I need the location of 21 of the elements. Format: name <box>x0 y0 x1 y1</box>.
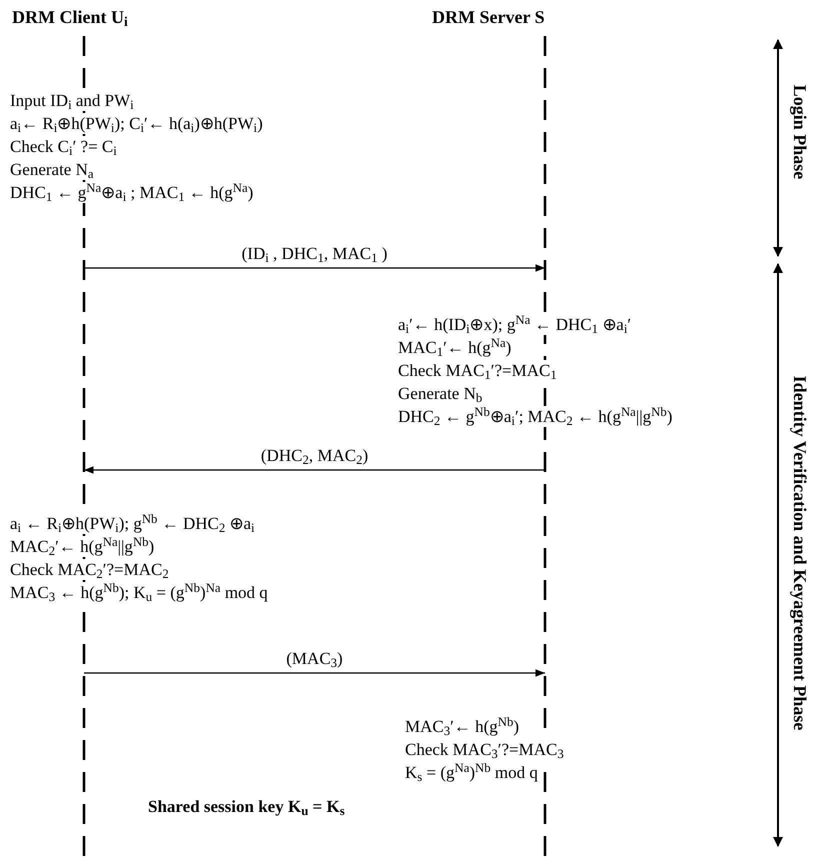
computation-step: MAC$_{1}$′← h(g$^{Na}$) <box>398 337 512 358</box>
computation-step: Check MAC$_{3}$′?=MAC$_{3}$ <box>405 739 564 760</box>
computation-step: a$_{i}$′← h(ID$_{i}$⊕x); g$^{Na}$ ← DHC$_{1}$ ⊕a$_{i}$′ <box>398 314 632 336</box>
message-arrow <box>84 669 545 677</box>
phase-label: Identity Verification and Keyagreement Phase <box>791 376 809 730</box>
message-arrow <box>84 466 545 474</box>
computation-step: Check C$_{i}$′ ?= C$_{i}$ <box>10 136 117 158</box>
computation-step: a$_{i}$← R$_{i}$⊕h(PW$_{i}$); C$_{i}$′← h(a$_{i}$)⊕h(PW$_{i}$) <box>10 113 263 134</box>
computation-step: DHC$_{1}$ ← g$^{Na}$⊕a$_{i}$ ; MAC$_{1}$ ← h(g$^{Na}$) <box>10 182 254 204</box>
participant-label: DRM Server S <box>432 6 545 28</box>
computation-step: MAC$_{3}$ ← h(g$^{Nb}$); K$_{u}$ = (g$^{Nb}$)$^{Na}$ mod q <box>10 582 268 604</box>
computation-step: MAC$_{3}$′← h(g$^{Nb}$) <box>405 716 520 738</box>
message-arrow <box>84 264 545 272</box>
participant-label: DRM Client U$_{i}$ <box>12 6 128 28</box>
computation-step: MAC$_{2}$′← h(g$^{Na}$||g$^{Nb}$) <box>10 536 154 558</box>
computation-step: a$_{i}$ ← R$_{i}$⊕h(PW$_{i}$); g$^{Nb}$ ← DHC$_{2}$ ⊕a$_{i}$ <box>10 513 255 534</box>
computation-step: DHC$_{2}$ ← g$^{Nb}$⊕a$_{i}$′; MAC$_{2}$ ← h(g$^{Na}$||g$^{Nb}$) <box>398 406 672 428</box>
computation-step: Check MAC$_{1}$′?=MAC$_{1}$ <box>398 360 557 382</box>
phase-label: Login Phase <box>791 84 809 180</box>
computation-step: K$_{s}$ = (g$^{Na}$)$^{Nb}$ mod q <box>405 762 538 784</box>
computation-step: Check MAC$_{2}$′?=MAC$_{2}$ <box>10 559 169 580</box>
